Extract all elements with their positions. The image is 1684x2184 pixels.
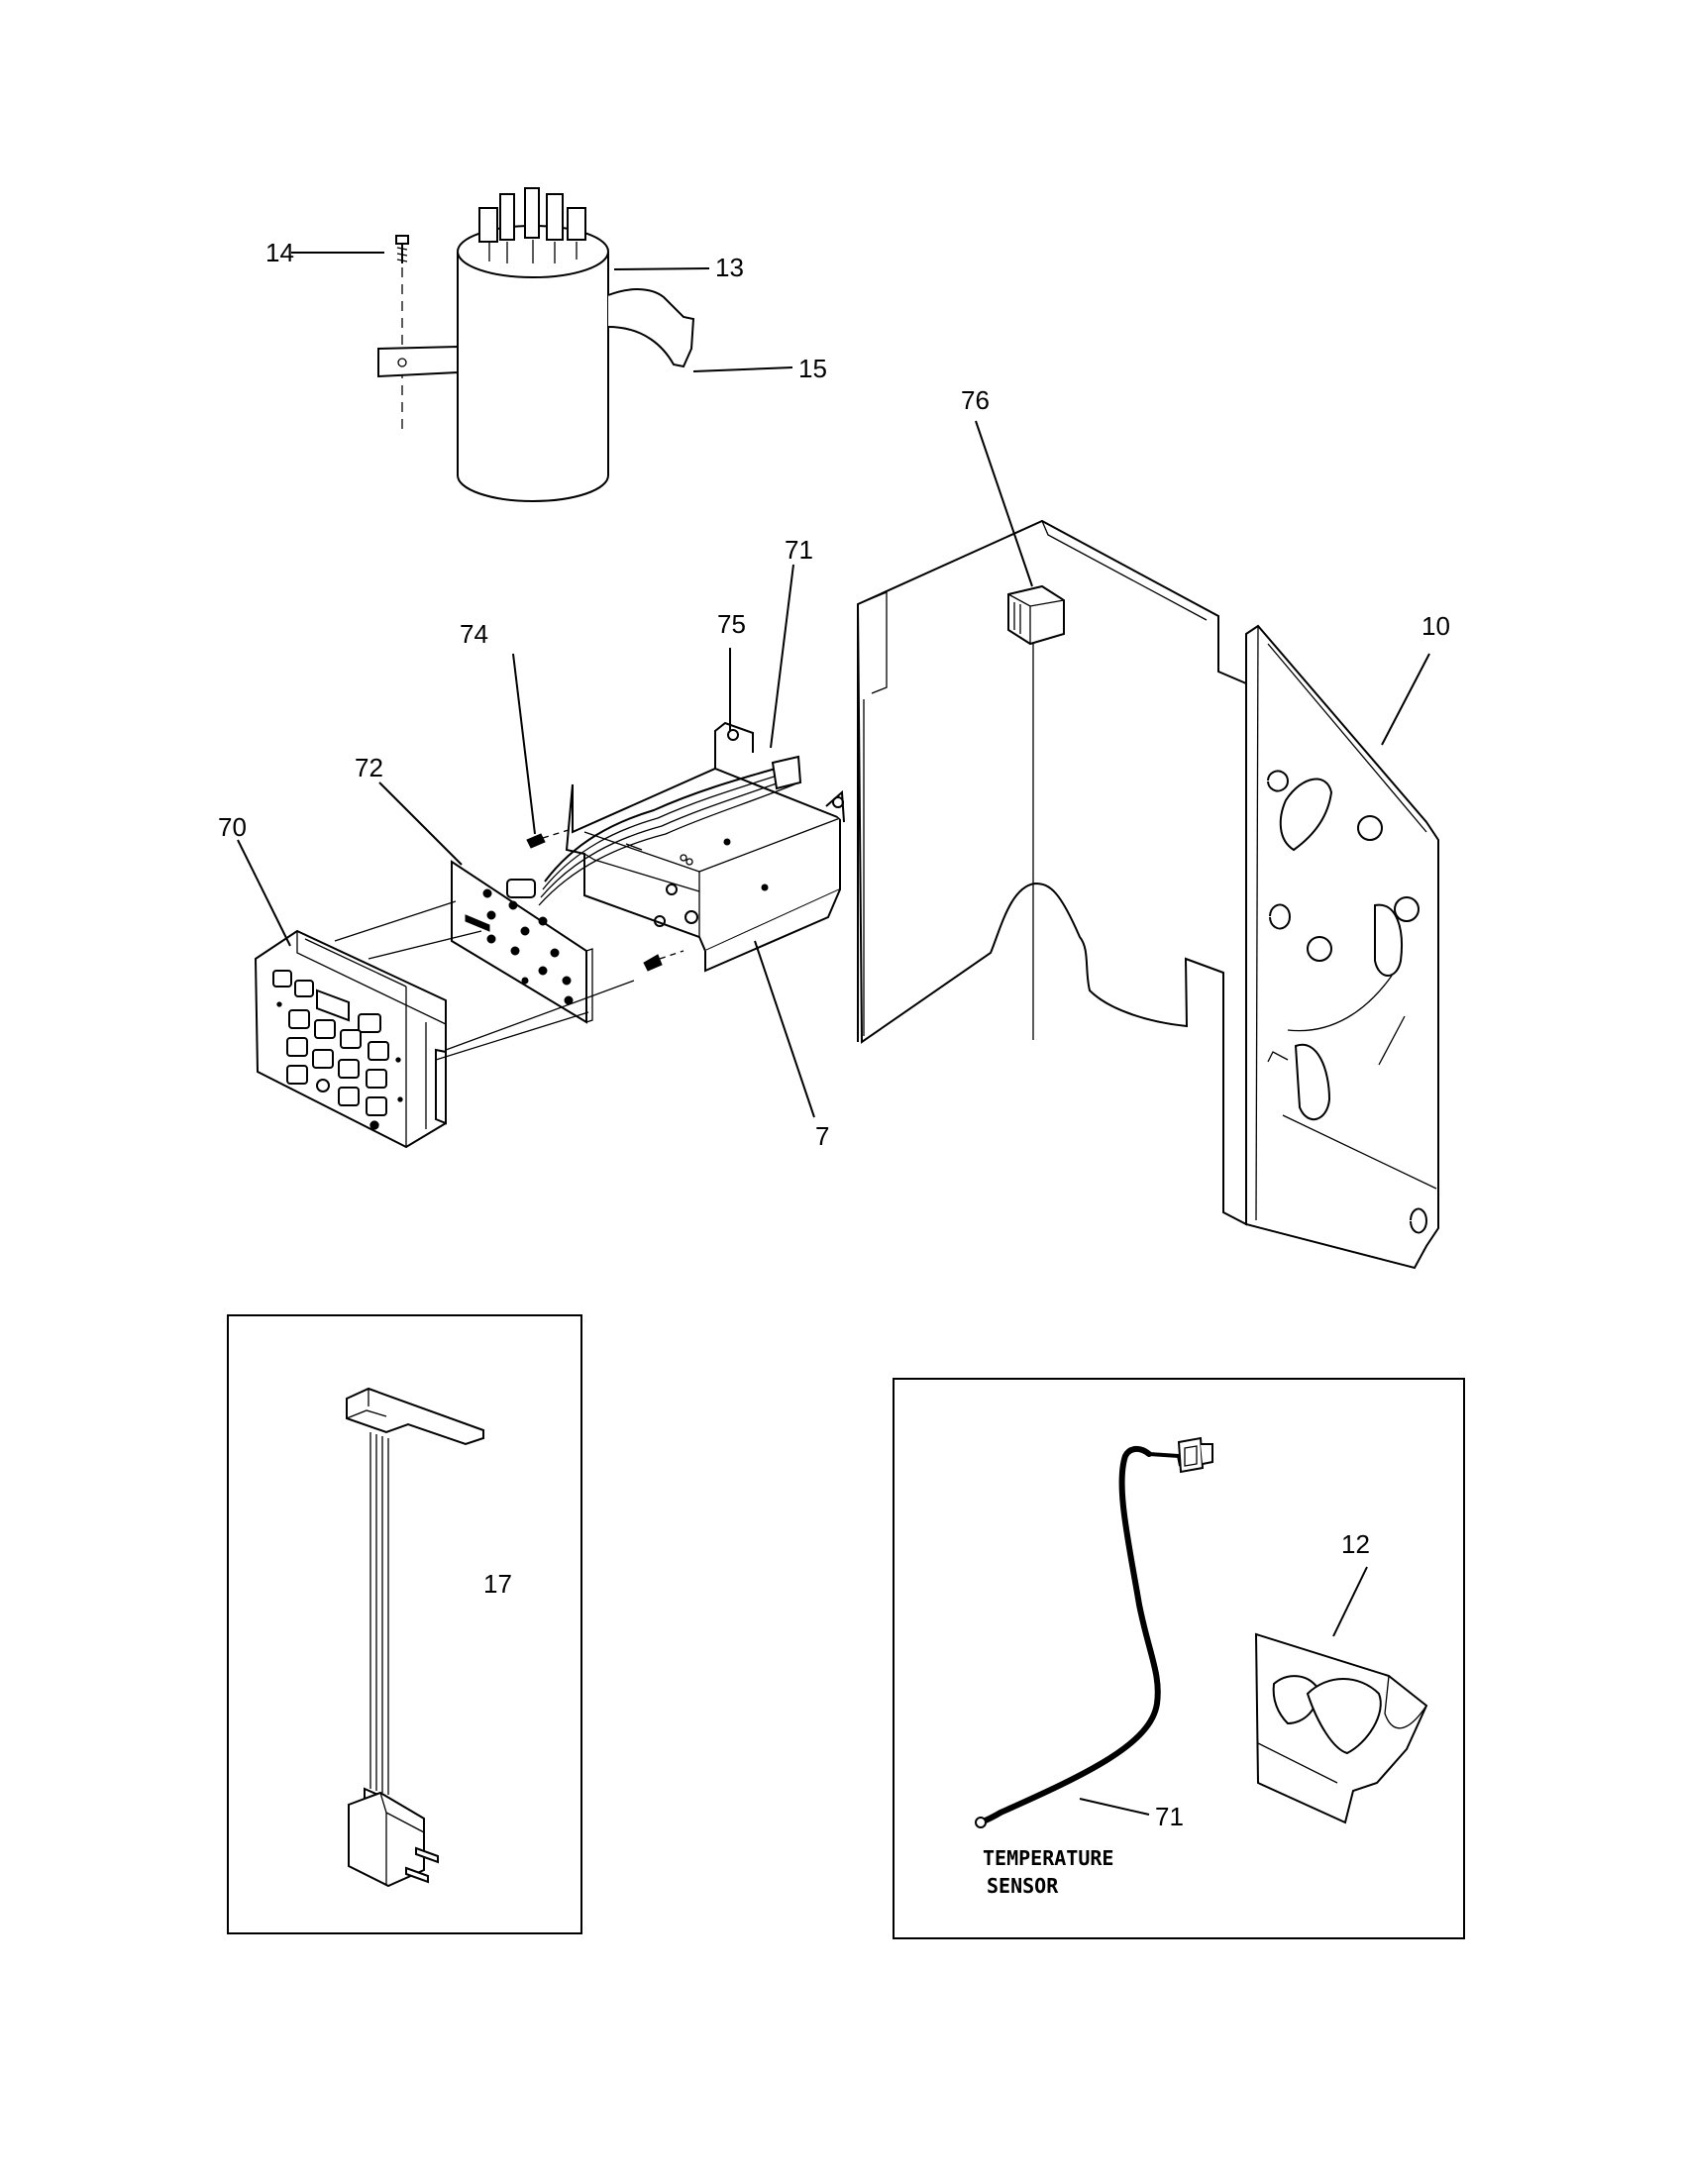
sensor-caption-line2: SENSOR <box>987 1874 1059 1898</box>
callout-74: 74 <box>460 619 488 649</box>
transformer-part-76 <box>1007 584 1065 646</box>
bracket-part-15 <box>377 288 695 378</box>
leader-13 <box>613 267 710 270</box>
assembly-guide-lines <box>334 900 635 1061</box>
leader-71-top <box>770 564 794 749</box>
callout-13: 13 <box>715 253 744 282</box>
leader-70 <box>237 839 291 947</box>
capacitor-part-13 <box>457 187 609 502</box>
callout-71-top: 71 <box>785 535 813 565</box>
housing-panel-part-10 <box>856 519 1439 1270</box>
control-box-part-7 <box>538 721 845 973</box>
callout-76: 76 <box>961 385 990 415</box>
control-panel-part-70 <box>254 929 447 1149</box>
screw-part-74 <box>526 829 684 972</box>
sensor-holder-part-12 <box>1254 1632 1428 1824</box>
leader-15 <box>692 366 793 372</box>
callout-71-bottom: 71 <box>1155 1802 1184 1831</box>
callout-75: 75 <box>717 609 746 639</box>
sensor-caption-line1: TEMPERATURE <box>983 1846 1113 1870</box>
leader-72 <box>378 781 463 866</box>
callout-72: 72 <box>355 753 383 782</box>
callout-15: 15 <box>798 354 827 383</box>
power-cord-inset <box>227 1314 582 1934</box>
callout-14: 14 <box>265 238 294 267</box>
callout-12: 12 <box>1341 1529 1370 1559</box>
leader-74 <box>512 653 536 835</box>
callout-7: 7 <box>815 1121 829 1151</box>
capacitor-assembly <box>291 187 793 502</box>
leader-10 <box>1381 653 1430 746</box>
leader-71-bottom <box>1079 1798 1150 1816</box>
temperature-sensor-part-71 <box>975 1436 1213 1828</box>
leader-12 <box>1332 1566 1368 1637</box>
sensor-inset <box>893 1378 1465 1939</box>
leader-76 <box>975 420 1033 587</box>
leader-7 <box>754 940 815 1118</box>
callout-10: 10 <box>1421 611 1450 641</box>
callout-70: 70 <box>218 812 247 842</box>
power-cord-part-17 <box>346 1387 484 1888</box>
inset-frame-17 <box>227 1314 582 1934</box>
inset-frame-sensor <box>893 1378 1465 1939</box>
screw-part-14 <box>395 235 409 436</box>
control-board-part-72 <box>451 860 593 1024</box>
callout-17: 17 <box>483 1569 512 1599</box>
